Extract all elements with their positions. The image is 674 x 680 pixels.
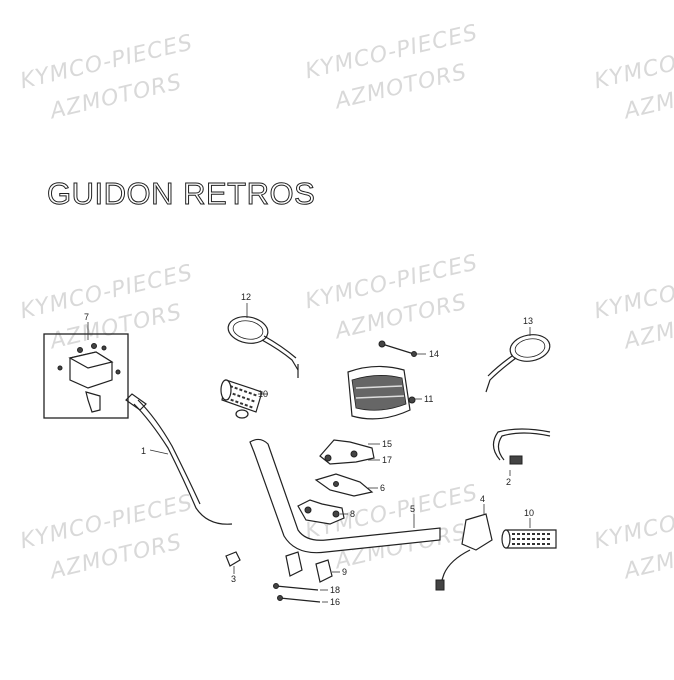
part-11-handlebar-cover[interactable] <box>347 365 422 420</box>
callout-18: 18 <box>330 585 340 595</box>
callout-9: 9 <box>342 567 347 577</box>
callout-5: 5 <box>410 504 415 514</box>
callout-2: 2 <box>506 477 511 487</box>
callout-10-left: 10 <box>258 389 268 399</box>
part-15-bracket[interactable] <box>319 439 380 465</box>
callout-17: 17 <box>382 455 392 465</box>
part-8-upper-clamp[interactable] <box>297 499 348 525</box>
part-4-right-switch[interactable] <box>435 504 493 591</box>
part-10-left-grip[interactable] <box>220 379 268 419</box>
part-6-bracket[interactable] <box>314 473 378 497</box>
callout-15: 15 <box>382 439 392 449</box>
callout-4: 4 <box>480 494 485 504</box>
part-9-lower-holders[interactable] <box>285 551 340 583</box>
part-13-right-mirror[interactable] <box>485 327 552 393</box>
callout-14: 14 <box>429 349 439 359</box>
callout-8: 8 <box>350 509 355 519</box>
page-title: GUIDON RETROS <box>46 176 316 212</box>
part-2-brake-cable[interactable] <box>492 428 551 476</box>
part-18-16-bolts[interactable] <box>273 583 329 603</box>
part-1-throttle-cable[interactable] <box>125 393 233 525</box>
callout-3: 3 <box>231 574 236 584</box>
callout-6: 6 <box>380 483 385 493</box>
part-14-bolt[interactable] <box>378 340 426 357</box>
part-3-clip[interactable] <box>225 551 241 574</box>
part-12-left-mirror[interactable] <box>226 303 299 378</box>
callout-13: 13 <box>523 316 533 326</box>
callout-16: 16 <box>330 597 340 607</box>
callout-12: 12 <box>241 292 251 302</box>
callout-10-right: 10 <box>524 508 534 518</box>
part-5-handlebar[interactable] <box>249 438 441 554</box>
callout-7: 7 <box>84 312 89 322</box>
part-7-switch-assembly[interactable] <box>43 322 129 419</box>
callout-11: 11 <box>424 394 433 404</box>
part-10-right-grip[interactable] <box>501 518 557 549</box>
callout-1: 1 <box>141 446 146 456</box>
